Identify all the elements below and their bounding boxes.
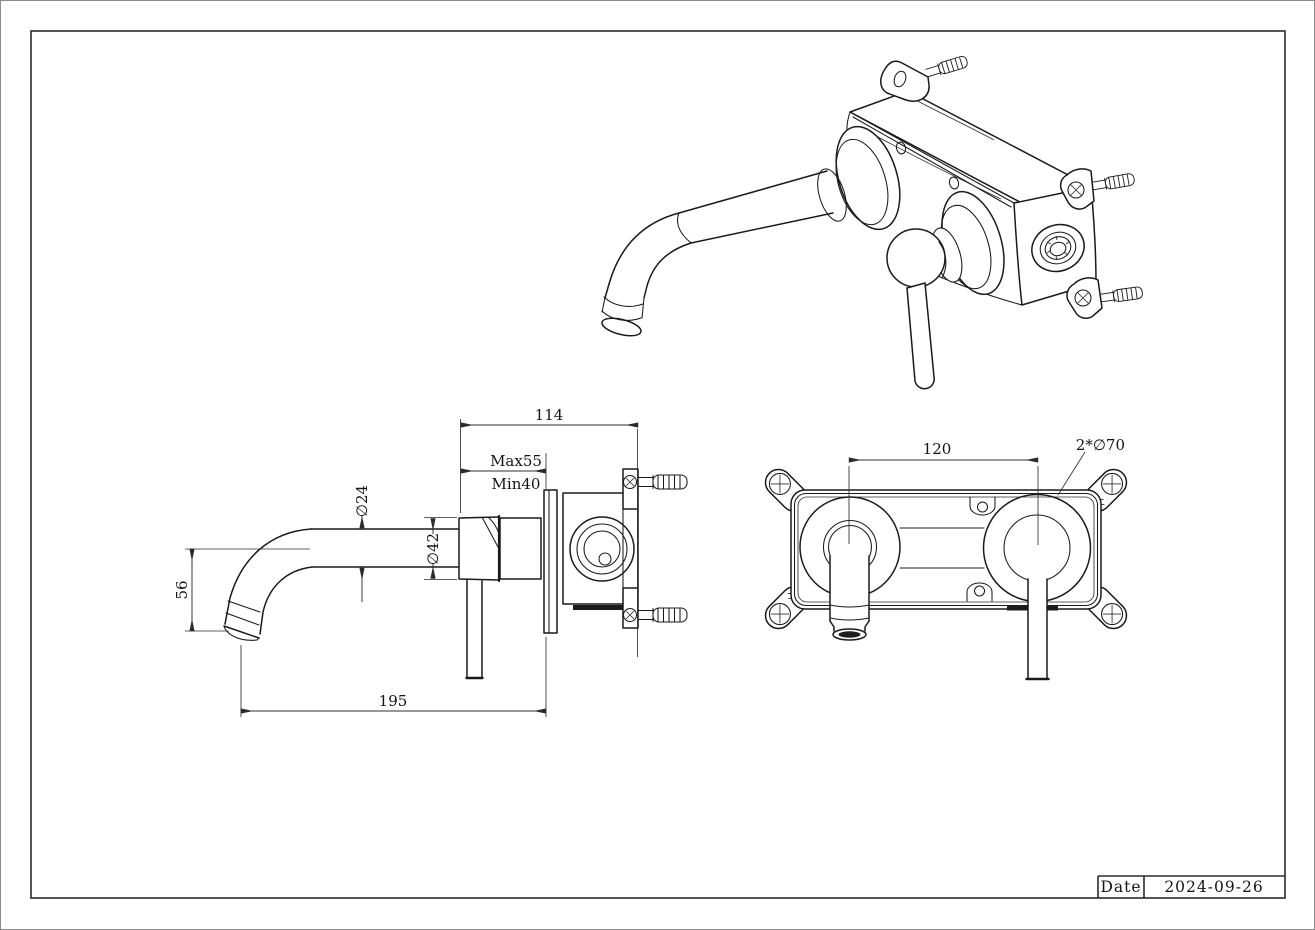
dim-d24-label: ∅24 <box>353 485 371 517</box>
side-screw-top <box>622 474 688 490</box>
dim-spout-reach: 195 <box>240 637 547 717</box>
iso-spout-escutcheon <box>835 125 901 231</box>
dim-min40-label: Min40 <box>492 475 541 493</box>
side-view: 114 Max55 Min40 ∅24 ∅42 56 195 <box>173 406 688 717</box>
mounting-lug-top <box>880 54 970 102</box>
front-view: 120 2*∅70 <box>764 436 1128 681</box>
side-handle-rod <box>465 579 484 680</box>
dim-2x70-label: 2*∅70 <box>1076 436 1125 454</box>
side-wall-plate <box>543 489 558 634</box>
side-screw-bottom <box>622 607 688 623</box>
dim-embed-depth: Max55 Min40 <box>460 452 547 493</box>
cartridge-sleeve <box>499 517 542 580</box>
mounting-lug-right <box>1059 168 1136 210</box>
front-handle-assembly <box>982 493 1092 681</box>
dim-total-depth: 114 <box>460 406 639 513</box>
dim-center-distance: 120 <box>848 440 1039 545</box>
date-value: 2024-09-26 <box>1164 878 1263 896</box>
valve-box-right-face <box>1013 186 1097 306</box>
side-spout <box>223 528 459 641</box>
front-spout-assembly <box>799 496 901 641</box>
title-block: Date 2024-09-26 <box>1097 875 1285 898</box>
iso-spout-collar <box>817 168 847 222</box>
dim-d42-label: ∅42 <box>424 533 442 565</box>
dim-spout-diameter: ∅24 <box>353 485 371 602</box>
interior-boss <box>895 141 907 155</box>
dim-body-diameter: ∅42 <box>424 517 457 580</box>
iso-handle <box>886 190 1005 390</box>
dim-escutcheon-diameter: 2*∅70 <box>1057 436 1125 496</box>
front-interior <box>899 496 996 602</box>
seal-strip <box>573 605 623 610</box>
dim-56-label: 56 <box>173 580 191 599</box>
iso-spout <box>601 168 847 337</box>
side-valve-box <box>562 429 688 657</box>
handle-knob <box>886 228 946 288</box>
interior-boss <box>948 176 960 190</box>
aerator-tip <box>832 628 867 641</box>
date-label: Date <box>1100 878 1141 896</box>
threaded-port <box>1031 223 1085 273</box>
dim-max55-label: Max55 <box>490 452 542 470</box>
side-escutcheon <box>458 514 542 583</box>
iso-spout-tip <box>601 317 642 337</box>
dim-114-label: 114 <box>535 406 564 424</box>
dim-drop-height: 56 <box>173 548 310 632</box>
mounting-lug-bottom <box>1066 277 1144 319</box>
isometric-view <box>601 54 1144 390</box>
drawing-frame <box>30 30 1286 899</box>
dim-120-label: 120 <box>923 440 952 458</box>
dim-195-label: 195 <box>379 692 408 710</box>
handle-lever-rod <box>906 282 935 390</box>
